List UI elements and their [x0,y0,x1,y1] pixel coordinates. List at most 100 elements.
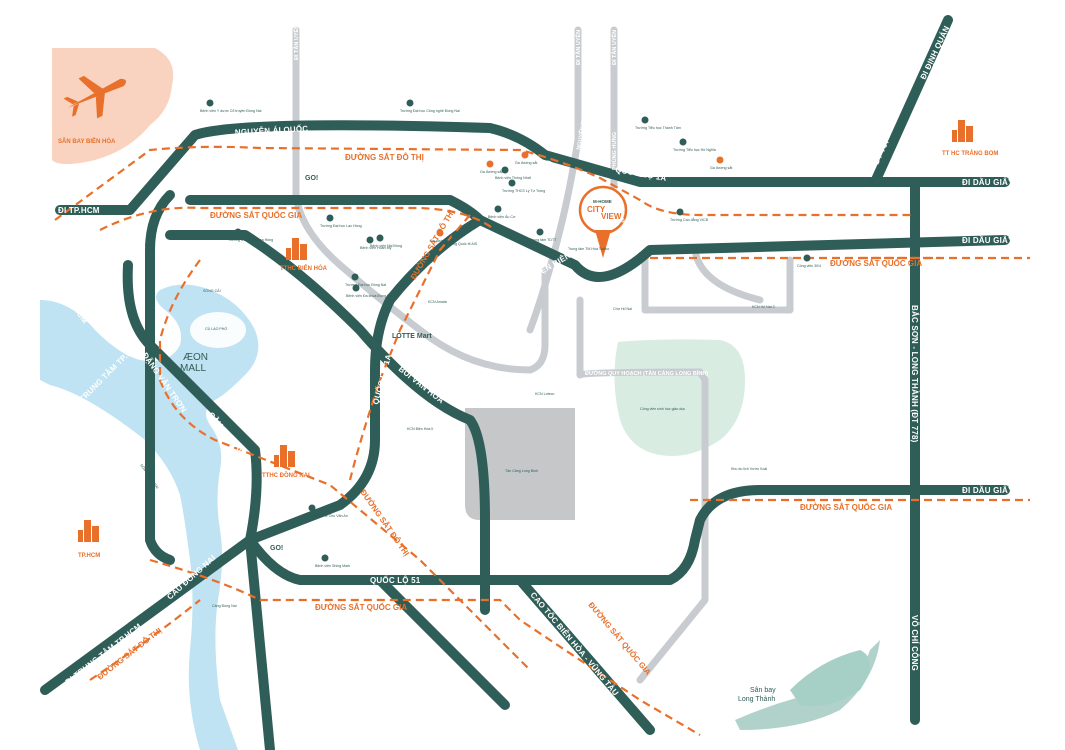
road-label-di-tan-uyen-1: ĐI TÂN UYÊN [292,25,300,60]
poi-label: Trung tâm TDTT [530,238,557,242]
label-san-bay-long-thanh-1: Sân bay [750,687,776,694]
rail-label-quoc-gia-south: ĐƯỜNG SẮT QUỐC GIA [315,602,407,612]
label-ttc-bien-hoa: TTHC BIÊN HÒA [280,264,328,272]
road-label-di-tphcm-top: ĐI TP.HCM [58,206,100,215]
hospital-icon: Bệnh viện Nhi Đồng [370,234,402,248]
road-label-di-dau-giay-3: ĐI DẦU GIÂY [962,485,1014,495]
long-thanh-airport-graphic [735,640,880,730]
train-icon: Ga đường sắt [430,229,452,243]
poi-label: Công viên 30/4 [797,264,821,268]
hospital-icon: Bệnh viện Thống Nhất [495,166,531,180]
poi-label: Ga đường sắt [480,169,502,174]
school-icon: Trường Quốc tế AIS [445,232,478,246]
rail-label-quoc-gia-right: ĐƯỜNG SẮT QUỐC GIA [800,502,892,512]
school-icon: Trường Mầm non Hoa Hồng [228,228,273,242]
stadium-icon: Trung tâm TDTT [530,228,557,242]
road-label-di-tan-uyen-2: ĐI TÂN UYÊN [574,30,582,65]
label-tt-hanh-chinh: Trung tâm TM Hóa Tadico [568,247,609,251]
poi-label: Ga đường sắt [430,238,452,243]
poi-label: Trường Quốc tế AIS [445,242,478,246]
poi-label: Trường Tiểu học Thánh Tâm [635,126,681,130]
school-icon: Trường THCS Lý Tự Trọng [502,179,545,193]
project-name-line2: VIEW [601,212,622,221]
poi-label: Bệnh viện Hoàn Mỹ [360,246,392,250]
rail-label-do-thi-top: ĐƯỜNG SẮT ĐÔ THỊ [345,153,424,162]
project-name-line1: CITY [587,205,606,214]
poi-label: Trường Đại học Công nghệ Đồng Nai [400,109,460,113]
school-icon: Trường Đại học Đồng Nai [345,273,386,287]
label-kcn-ho-nai: KCN Hố Nai 3 [752,305,775,309]
label-kcn-loteco: KCN Loteco [535,392,554,396]
poi-label: Trường Tiểu học Hồ Nghĩa [673,148,716,152]
hospital-icon: Bệnh viện Âu Cơ [488,205,516,219]
road-label-quoc-lo-51: QUỐC LỘ 51 [370,575,421,585]
label-cang-dong-nai: Cảng Đồng Nai [212,604,237,608]
label-song-cai: SÔNG CÁI [203,288,221,293]
train-icon: Ga đường sắt [480,160,502,174]
label-cho-ho-nai: Chợ Hố Nai [613,307,632,311]
poi-label: Bệnh viện Đa khoa Đồng Nai [346,294,393,298]
poi-label: Trường Mầm non Hoa Hồng [228,238,273,242]
label-cong-vien: Công viên sinh học giáo dục [640,407,685,411]
label-san-bay-bien-hoa: SÂN BAY BIÊN HÒA [58,137,116,145]
road-label-vo-chi-cong: VÕ CHÍ CÔNG [910,615,919,671]
hospital-icon: Bệnh viện Shing Mark [315,554,350,568]
road-label-bac-son: BẮC SƠN - LONG THÀNH (ĐT 778) [910,305,919,443]
rail-label-quoc-gia-1: ĐƯỜNG SẮT QUỐC GIA [210,210,302,220]
highways [40,15,1010,750]
poi-label: Trường Quốc tế Chu Văn An [302,514,348,518]
school-icon: Trường Tiểu học Thánh Tâm [635,116,681,130]
building-icon [78,520,99,542]
poi-label: Bệnh viện Nhi Đồng [370,244,402,248]
label-ttc-dong-nai: TTHC ĐỒNG NAI [262,472,310,479]
building-icon [286,238,307,260]
building-icon [952,120,973,142]
label-cu-lao-pho: CÙ LAO PHỐ [205,326,227,331]
label-aeon-line2: MALL [180,363,207,374]
label-san-bay-long-thanh-2: Long Thành [738,696,775,703]
poi-label: Trường Đại học Lạc Hồng [320,224,362,228]
poi-label: Trường Cao đẳng VICB [670,217,709,222]
school-icon: Trường Đại học Công nghệ Đồng Nai [400,99,460,113]
road-label-duong-quy-hoach: ĐƯỜNG QUY HOẠCH (TÂN CẢNG LONG BÌNH) [585,369,708,377]
poi-label: Ga đường sắt [515,160,537,165]
label-go-1: GO! [305,175,318,182]
poi-label: Trường Đại học Đồng Nai [345,283,386,287]
rail-label-quoc-gia-east: ĐƯỜNG SẮT QUỐC GIA [830,258,922,268]
hospital-icon: Bệnh viện Đa khoa Đồng Nai [346,284,393,298]
school-icon: Trường Tiểu học Hồ Nghĩa [673,138,716,152]
building-icon [274,445,295,467]
hospital-icon: Bệnh viện Hoàn Mỹ [360,236,392,250]
poi-label: Bệnh viện Y dược Cổ truyền Đồng Nai [200,109,262,113]
park-icon: Công viên 30/4 [797,254,821,268]
label-kcn-amata: KCN Amata [428,300,447,304]
label-go-2: GO! [270,545,283,552]
label-tan-cang-long-binh: Tân Cảng Long Bình [505,469,538,473]
location-pin-icon[interactable]: M-HOME CITY VIEW [578,185,628,258]
train-icon: Ga đường sắt [710,156,732,170]
railways [54,145,1030,736]
tan-cang-long-binh-area [465,408,575,520]
road-label-di-dau-giay-1: ĐI DẦU GIÂY [962,177,1014,187]
poi-label: Trường THCS Lý Tự Trọng [502,189,545,193]
label-tt-trang-bom: TT HC TRẢNG BOM [942,150,998,157]
label-kdl: Khu du lịch Vườn Xoài [731,467,767,471]
poi-label: Bệnh viện Thống Nhất [495,176,531,180]
school-icon: Trường Đại học Lạc Hồng [320,214,362,228]
label-aeon-line1: ÆON [183,352,208,363]
label-lotte: LOTTE Mart [392,333,432,340]
hospital-icon: Bệnh viện Y dược Cổ truyền Đồng Nai [200,99,262,113]
poi-label: Bệnh viện Âu Cơ [488,215,516,219]
train-icon: Ga đường sắt [515,151,537,165]
poi-label: Ga đường sắt [710,165,732,170]
project-brand: M-HOME [593,199,612,204]
park-area [614,339,745,456]
poi-label: Bệnh viện Shing Mark [315,564,350,568]
road-label-di-dau-giay-2: ĐI DẦU GIÂY [962,235,1014,245]
local-roads [292,26,794,684]
school-icon: Trường Cao đẳng VICB [670,208,709,222]
cu-lao-pho-island [190,312,246,348]
label-tp-hcm: TP.HCM [78,553,100,559]
road-label-di-tan-uyen-3: ĐI TÂN UYÊN [610,30,618,65]
